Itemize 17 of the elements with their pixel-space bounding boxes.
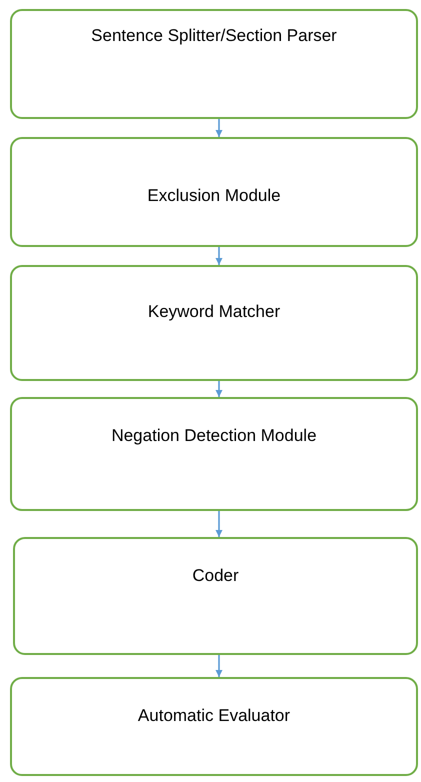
arrow <box>216 119 222 137</box>
process-box <box>10 397 418 511</box>
arrow <box>216 381 222 397</box>
node-label: Exclusion Module <box>147 185 281 207</box>
process-box <box>10 9 418 119</box>
node-label: Keyword Matcher <box>148 301 280 323</box>
process-box <box>10 137 418 247</box>
node-label: Sentence Splitter/Section Parser <box>91 25 337 47</box>
process-box <box>10 677 418 776</box>
node-label: Automatic Evaluator <box>138 705 290 727</box>
process-box <box>10 265 418 381</box>
arrow <box>216 247 222 265</box>
arrow <box>216 511 222 537</box>
node-label: Coder <box>192 565 239 587</box>
node-label: Negation Detection Module <box>111 425 317 447</box>
process-box <box>13 537 418 655</box>
arrow <box>216 655 222 677</box>
